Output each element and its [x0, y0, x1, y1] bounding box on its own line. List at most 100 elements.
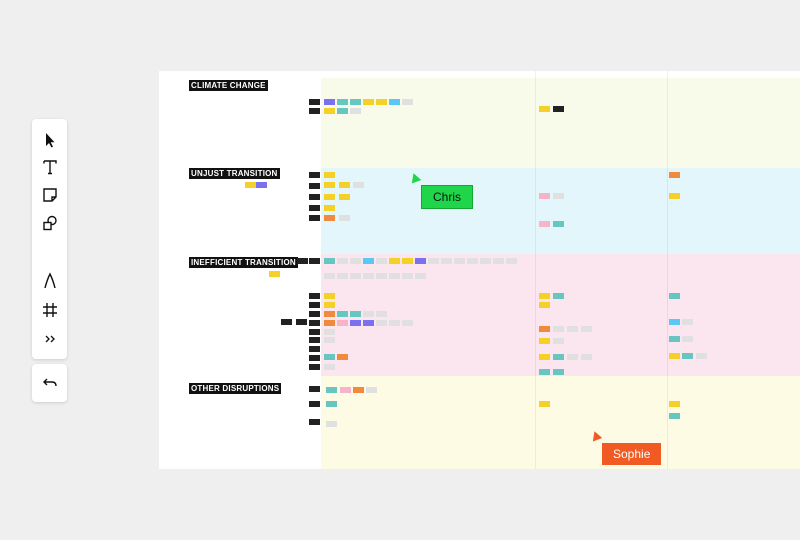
sticky-note[interactable]: [363, 273, 374, 279]
sticky-note[interactable]: [350, 258, 361, 264]
row-label[interactable]: [296, 319, 307, 325]
sticky-note[interactable]: [339, 194, 350, 200]
row-label[interactable]: [309, 302, 320, 308]
sticky-note[interactable]: [376, 273, 387, 279]
row-label[interactable]: [309, 386, 320, 392]
sticky-note[interactable]: [415, 258, 426, 264]
sticky-note[interactable]: [363, 258, 374, 264]
sticky-note[interactable]: [553, 193, 564, 199]
sticky-note[interactable]: [682, 353, 693, 359]
sticky-note[interactable]: [669, 336, 680, 342]
sticky-note[interactable]: [324, 354, 335, 360]
sticky-note[interactable]: [337, 311, 348, 317]
sticky-note[interactable]: [324, 293, 335, 299]
sticky-note[interactable]: [682, 336, 693, 342]
sticky-note[interactable]: [402, 258, 413, 264]
sticky-note[interactable]: [669, 293, 680, 299]
sticky-note[interactable]: [324, 182, 335, 188]
sticky-note[interactable]: [402, 320, 413, 326]
sticky-note[interactable]: [402, 99, 413, 105]
sticky-note[interactable]: [324, 329, 335, 335]
row-label[interactable]: [309, 355, 320, 361]
row-label[interactable]: [281, 319, 292, 325]
sticky-note[interactable]: [553, 338, 564, 344]
sticky-note[interactable]: [350, 320, 361, 326]
sticky-note[interactable]: [553, 106, 564, 112]
sticky-note[interactable]: [363, 311, 374, 317]
sticky-note[interactable]: [553, 293, 564, 299]
sticky-note[interactable]: [324, 311, 335, 317]
row-label[interactable]: [309, 364, 320, 370]
sticky-note[interactable]: [669, 413, 680, 419]
sticky-note[interactable]: [324, 337, 335, 343]
sticky-note[interactable]: [539, 401, 550, 407]
sticky-note[interactable]: [245, 182, 256, 188]
sticky-note[interactable]: [567, 326, 578, 332]
sticky-note[interactable]: [454, 258, 465, 264]
sticky-note[interactable]: [389, 99, 400, 105]
sticky-note[interactable]: [480, 258, 491, 264]
sticky-note[interactable]: [376, 258, 387, 264]
sticky-note[interactable]: [389, 258, 400, 264]
sticky-note[interactable]: [376, 99, 387, 105]
sticky-note[interactable]: [669, 319, 680, 325]
row-label[interactable]: [309, 205, 320, 211]
row-label[interactable]: [309, 215, 320, 221]
whiteboard-canvas[interactable]: CLIMATE CHANGE UNJUST TRANSITION INEFFIC…: [159, 71, 800, 469]
sticky-note[interactable]: [539, 106, 550, 112]
sticky-note[interactable]: [682, 319, 693, 325]
row-label[interactable]: [309, 183, 320, 189]
sticky-note[interactable]: [337, 354, 348, 360]
sticky-note[interactable]: [350, 99, 361, 105]
row-label[interactable]: [309, 311, 320, 317]
sticky-note[interactable]: [539, 354, 550, 360]
sticky-note[interactable]: [428, 258, 439, 264]
row-label[interactable]: [309, 99, 320, 105]
sticky-note[interactable]: [269, 271, 280, 277]
sticky-note[interactable]: [376, 320, 387, 326]
sticky-note[interactable]: [539, 193, 550, 199]
sticky-note[interactable]: [669, 172, 680, 178]
sticky-note[interactable]: [324, 273, 335, 279]
sticky-note[interactable]: [324, 205, 335, 211]
sticky-note[interactable]: [337, 99, 348, 105]
sticky-note[interactable]: [324, 99, 335, 105]
sticky-note[interactable]: [340, 387, 351, 393]
sticky-note[interactable]: [339, 215, 350, 221]
sticky-note[interactable]: [669, 193, 680, 199]
shapes-tool-button[interactable]: [39, 212, 61, 234]
sticky-note[interactable]: [696, 353, 707, 359]
sticky-note[interactable]: [539, 326, 550, 332]
sticky-note[interactable]: [326, 401, 337, 407]
sticky-note[interactable]: [326, 421, 337, 427]
sticky-note[interactable]: [669, 401, 680, 407]
sticky-note[interactable]: [256, 182, 267, 188]
sticky-note[interactable]: [506, 258, 517, 264]
sticky-note[interactable]: [324, 320, 335, 326]
sticky-note[interactable]: [353, 182, 364, 188]
sticky-note[interactable]: [553, 369, 564, 375]
sticky-note[interactable]: [366, 387, 377, 393]
sticky-note[interactable]: [402, 273, 413, 279]
sticky-note[interactable]: [337, 108, 348, 114]
sticky-note[interactable]: [326, 387, 337, 393]
sticky-note[interactable]: [324, 172, 335, 178]
row-label[interactable]: [309, 293, 320, 299]
sticky-note[interactable]: [669, 353, 680, 359]
sticky-note[interactable]: [350, 108, 361, 114]
row-label[interactable]: [309, 419, 320, 425]
sticky-note[interactable]: [339, 182, 350, 188]
sticky-note[interactable]: [539, 338, 550, 344]
frame-tool-button[interactable]: [39, 299, 61, 321]
sticky-note[interactable]: [363, 320, 374, 326]
sticky-note[interactable]: [415, 273, 426, 279]
sticky-note[interactable]: [567, 354, 578, 360]
sticky-note[interactable]: [539, 369, 550, 375]
sticky-note[interactable]: [337, 320, 348, 326]
sticky-note[interactable]: [389, 320, 400, 326]
sticky-note[interactable]: [324, 194, 335, 200]
sticky-note[interactable]: [324, 108, 335, 114]
sticky-note[interactable]: [363, 99, 374, 105]
sticky-note[interactable]: [376, 311, 387, 317]
pen-tool-button[interactable]: [39, 270, 61, 292]
